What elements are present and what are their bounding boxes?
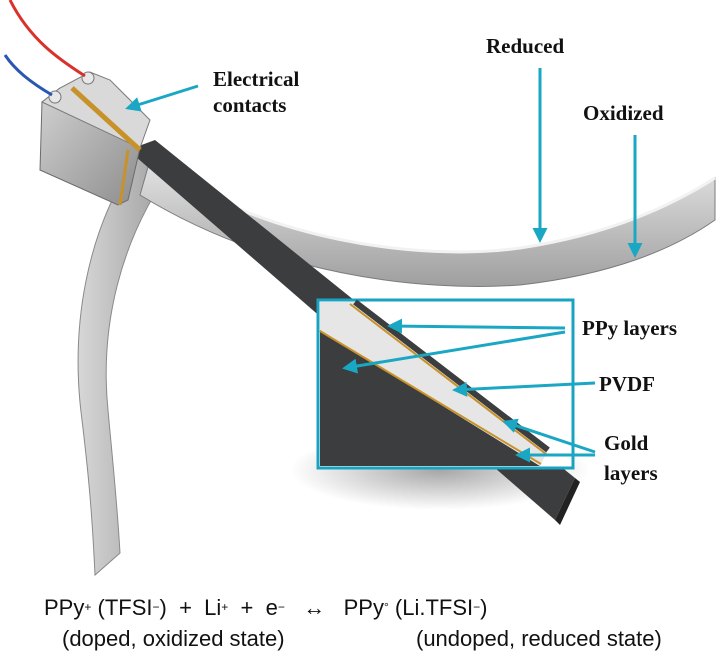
label-ppy-layers: PPy layers xyxy=(582,316,677,340)
eq-tfsi-charge: − xyxy=(152,600,160,614)
eq-litfsi-close: ) xyxy=(480,595,488,620)
eq-plus-1: + xyxy=(179,595,192,620)
eq-arrow: ↔ xyxy=(303,595,326,620)
state-right: (undoped, reduced state) xyxy=(416,626,662,651)
eq-li-charge: + xyxy=(221,600,229,614)
arrow-ppy-top xyxy=(387,318,566,334)
label-reduced: Reduced xyxy=(486,34,564,58)
eq-tfsi-close: ) xyxy=(159,595,167,620)
label-gold-layers: layers xyxy=(604,461,658,485)
eq-ppy-neutral: PPy xyxy=(343,595,384,620)
inset-pvdf-layer xyxy=(320,302,548,466)
eq-electron: e xyxy=(265,595,278,620)
eq-ppy-charge: + xyxy=(84,600,92,614)
eq-li: Li xyxy=(204,595,222,620)
label-oxidized: Oxidized xyxy=(583,101,664,125)
gold-contact-stripe xyxy=(70,86,142,152)
label-electrical: Electrical xyxy=(213,67,299,91)
blue-wire xyxy=(3,54,53,97)
eq-plus-2: + xyxy=(240,595,254,620)
arrow-electrical-contacts xyxy=(125,84,199,112)
gold-contact-edge xyxy=(118,149,130,206)
eq-ppy-neutral-mark: ° xyxy=(383,600,389,614)
eq-litfsi-charge: − xyxy=(473,600,481,614)
right-strip-edge xyxy=(149,158,716,254)
arrow-ppy-left xyxy=(342,330,566,374)
inset-gold-bottom xyxy=(319,330,542,465)
label-pvdf: PVDF xyxy=(599,372,655,396)
label-gold: Gold xyxy=(604,431,649,455)
dark-strip-side xyxy=(555,478,580,525)
eq-ppy: PPy xyxy=(44,595,85,620)
eq-tfsi-open: (TFSI xyxy=(97,595,153,620)
label-contacts: contacts xyxy=(213,93,286,117)
callout-arrows xyxy=(125,68,643,463)
eq-electron-charge: − xyxy=(277,600,285,614)
equation-line: PPy+ (TFSI−) + Li+ + e− ↔ PPy° (Li.TFSI−… xyxy=(44,595,487,621)
arrow-pvdf xyxy=(452,381,596,397)
eq-litfsi-open: (Li.TFSI xyxy=(394,595,474,620)
red-wire xyxy=(8,0,86,78)
state-left: (doped, oxidized state) xyxy=(62,626,285,651)
left-bent-strip xyxy=(77,151,177,577)
arrow-gold-1 xyxy=(502,418,596,454)
